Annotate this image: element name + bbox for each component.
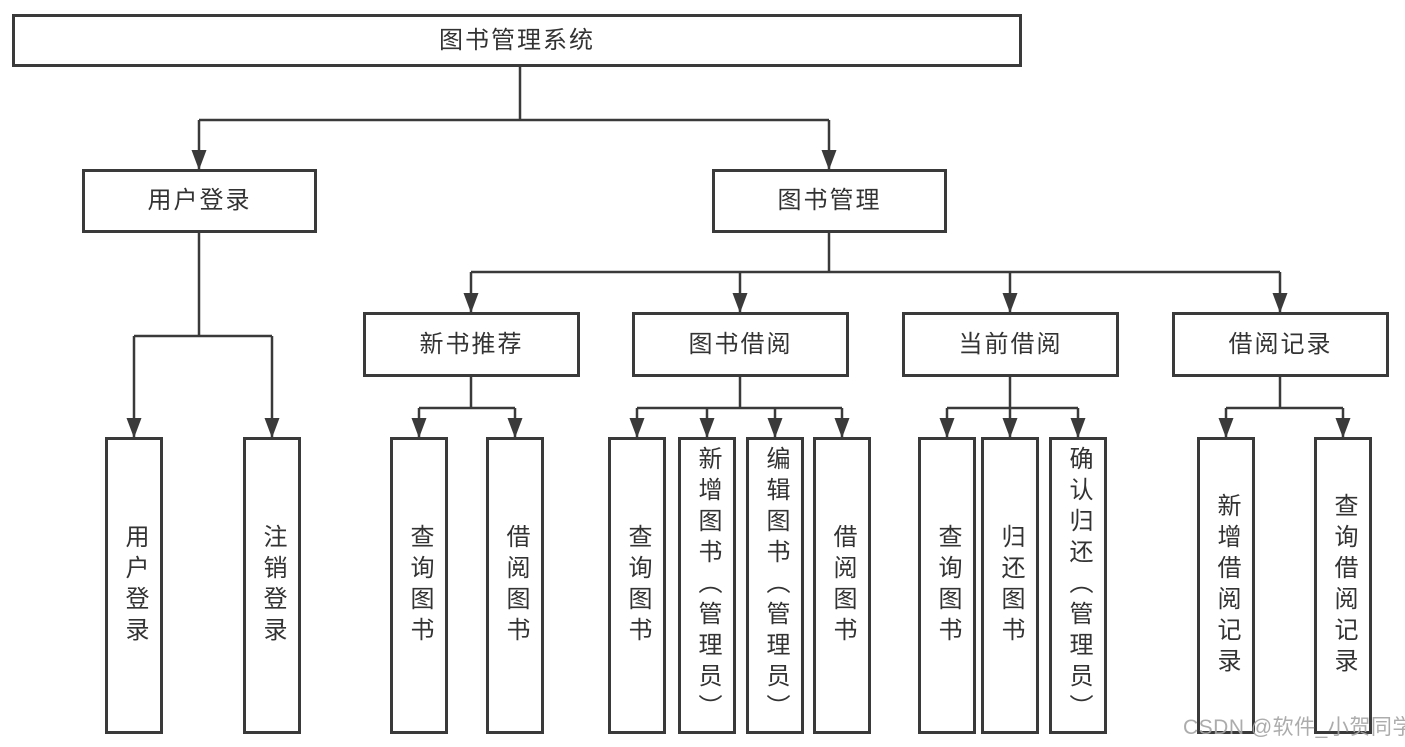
node-borrow-records: 借阅记录 xyxy=(1172,312,1389,377)
leaf-confirm-return-admin: 确认归还（管理员） xyxy=(1049,437,1107,734)
node-current-borrow: 当前借阅 xyxy=(902,312,1119,377)
leaf-logout-login: 注销登录 xyxy=(243,437,301,734)
leaf-query-borrow-record: 查询借阅记录 xyxy=(1314,437,1372,734)
node-user-login: 用户登录 xyxy=(82,169,317,233)
leaf-user-login: 用户登录 xyxy=(105,437,163,734)
leaf-add-book-admin: 新增图书（管理员） xyxy=(678,437,736,734)
leaf-query-books-borrow: 查询图书 xyxy=(608,437,666,734)
leaf-query-books-current: 查询图书 xyxy=(918,437,976,734)
leaf-borrow-books-borrow: 借阅图书 xyxy=(813,437,871,734)
leaf-edit-book-admin: 编辑图书（管理员） xyxy=(746,437,804,734)
leaf-add-borrow-record: 新增借阅记录 xyxy=(1197,437,1255,734)
node-book-borrow: 图书借阅 xyxy=(632,312,849,377)
node-book-management: 图书管理 xyxy=(712,169,947,233)
leaf-borrow-books-recommend: 借阅图书 xyxy=(486,437,544,734)
leaf-query-books-recommend: 查询图书 xyxy=(390,437,448,734)
csdn-watermark: CSDN @软件_小贺同学 xyxy=(1183,716,1405,739)
leaf-return-books: 归还图书 xyxy=(981,437,1039,734)
node-new-book-recommend: 新书推荐 xyxy=(363,312,580,377)
node-library-management-system: 图书管理系统 xyxy=(12,14,1022,67)
